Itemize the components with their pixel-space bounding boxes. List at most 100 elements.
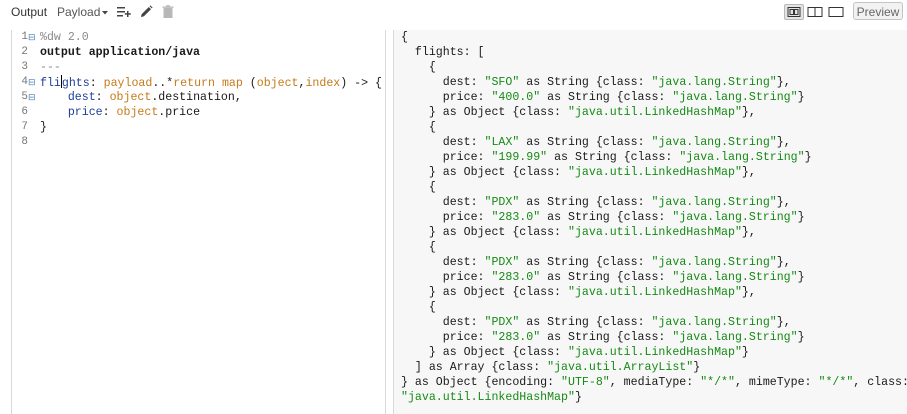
line-number: 8: [21, 136, 28, 148]
output-token: , class:: [853, 376, 907, 389]
output-token: }: [693, 361, 701, 374]
output-token: "PDX": [484, 316, 520, 329]
output-line: } as Object {class: "java.util.LinkedHas…: [401, 225, 756, 240]
code-token: object: [116, 106, 159, 119]
code-token: :: [102, 106, 117, 119]
code-token: .destination,: [151, 91, 242, 104]
output-token: ] as Array {class:: [401, 361, 548, 374]
output-line: dest: "SFO" as String {class: "java.lang…: [401, 75, 791, 90]
output-token: "400.0": [491, 91, 541, 104]
output-line: price: "199.99" as String {class: "java.…: [401, 150, 812, 165]
payload-select[interactable]: Payload: [57, 5, 101, 19]
fold-toggle-icon[interactable]: ⊟: [28, 32, 36, 42]
code-token: :: [95, 91, 110, 104]
fold-toggle-icon[interactable]: ⊟: [28, 92, 36, 102]
output-token: as String {class:: [519, 136, 652, 149]
output-token: "283.0": [491, 211, 541, 224]
output-line: price: "283.0" as String {class: "java.l…: [401, 270, 805, 285]
code-line[interactable]: flights: payload..*return map (object,in…: [40, 75, 382, 90]
output-token: }: [797, 271, 805, 284]
output-token: },: [741, 106, 756, 119]
output-preview-pane[interactable]: [393, 30, 907, 414]
output-line: {: [401, 180, 436, 195]
output-line: {: [401, 120, 436, 135]
code-token: payload: [103, 77, 153, 90]
output-token: }: [797, 91, 805, 104]
output-token: {: [401, 181, 436, 194]
output-token: "java.lang.String": [651, 76, 777, 89]
output-token: },: [776, 196, 791, 209]
pencil-icon[interactable]: [138, 4, 154, 20]
output-token: "java.lang.String": [651, 196, 777, 209]
output-line: "java.util.LinkedHashMap"}: [401, 390, 582, 405]
toolbar: Output Payload: [0, 0, 907, 26]
output-token: },: [741, 166, 756, 179]
output-token: as String {class:: [540, 211, 673, 224]
output-token: "PDX": [484, 256, 520, 269]
output-token: },: [776, 316, 791, 329]
output-token: },: [741, 226, 756, 239]
script-editor[interactable]: [11, 30, 386, 414]
add-list-icon[interactable]: [116, 4, 132, 20]
line-number: 2: [21, 46, 28, 58]
line-number: 7: [21, 121, 28, 133]
output-token: "283.0": [491, 271, 541, 284]
preview-button[interactable]: Preview: [853, 2, 903, 20]
code-token: index: [305, 77, 341, 90]
trash-icon[interactable]: [160, 4, 176, 20]
code-token: .price: [158, 106, 201, 119]
output-line: } as Object {encoding: "UTF-8", mediaTyp…: [401, 375, 907, 390]
line-number: 4: [21, 76, 28, 88]
code-line[interactable]: }: [40, 120, 47, 135]
output-token: }: [741, 346, 749, 359]
output-token: "LAX": [484, 136, 520, 149]
output-token: {: [401, 121, 436, 134]
code-token: object: [256, 77, 299, 90]
output-token: price:: [401, 211, 492, 224]
output-token: "java.util.LinkedHashMap": [567, 346, 742, 359]
output-token: "*/*": [818, 376, 854, 389]
output-token: as String {class:: [519, 196, 652, 209]
caret-down-icon[interactable]: [101, 5, 109, 17]
code-token: map: [221, 77, 243, 90]
layout-single-icon[interactable]: [826, 4, 846, 20]
output-line: } as Object {class: "java.util.LinkedHas…: [401, 285, 756, 300]
output-token: dest:: [401, 256, 485, 269]
output-line: flights: [: [401, 45, 485, 60]
output-token: "java.lang.String": [672, 331, 798, 344]
code-token: ..*: [152, 77, 174, 90]
output-token: "PDX": [484, 196, 520, 209]
output-token: dest:: [401, 316, 485, 329]
code-line[interactable]: %dw 2.0: [40, 30, 89, 45]
output-token: "java.util.LinkedHashMap": [567, 226, 742, 239]
output-tab[interactable]: Output: [11, 5, 48, 19]
output-token: "java.util.LinkedHashMap": [401, 391, 575, 404]
fold-toggle-icon[interactable]: ⊟: [28, 77, 36, 87]
output-token: } as Object {class:: [401, 166, 568, 179]
output-line: dest: "PDX" as String {class: "java.lang…: [401, 315, 791, 330]
code-line[interactable]: price: object.price: [40, 105, 200, 120]
output-token: "java.lang.String": [651, 136, 777, 149]
output-token: } as Object {class:: [401, 346, 568, 359]
output-line: } as Object {class: "java.util.LinkedHas…: [401, 105, 756, 120]
output-token: price:: [401, 91, 492, 104]
output-token: as String {class:: [540, 331, 673, 344]
output-token: price:: [401, 271, 492, 284]
output-token: "java.util.ArrayList": [547, 361, 694, 374]
layout-split-icon[interactable]: [784, 4, 804, 20]
code-token: dest: [40, 91, 96, 104]
output-line: } as Object {class: "java.util.LinkedHas…: [401, 165, 756, 180]
code-token: ghts: [61, 77, 90, 90]
output-token: "java.util.LinkedHashMap": [567, 106, 742, 119]
code-token: [215, 77, 222, 90]
output-line: } as Object {class: "java.util.LinkedHas…: [401, 345, 749, 360]
output-token: {: [401, 241, 436, 254]
output-token: },: [776, 256, 791, 269]
output-token: "java.lang.String": [672, 91, 798, 104]
code-line[interactable]: output application/java: [40, 45, 200, 60]
output-line: ] as Array {class: "java.util.ArrayList"…: [401, 360, 700, 375]
output-token: as String {class:: [519, 256, 652, 269]
code-line[interactable]: dest: object.destination,: [40, 90, 242, 105]
code-line[interactable]: ---: [40, 60, 61, 75]
layout-columns-icon[interactable]: [805, 4, 825, 20]
